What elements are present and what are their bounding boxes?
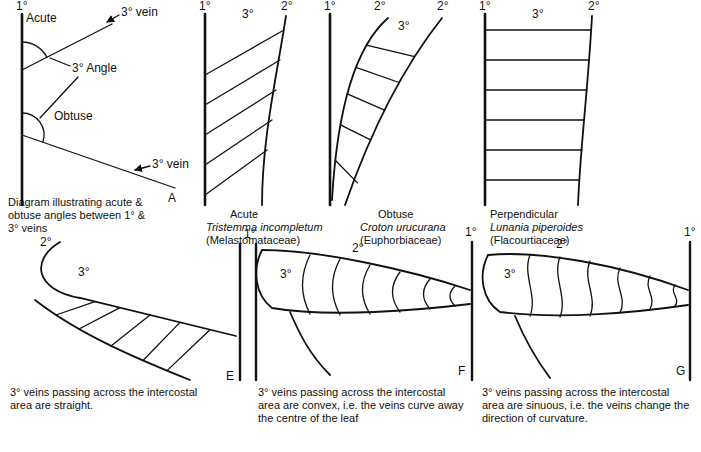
leader-line: [50, 58, 70, 66]
family-name: (Euphorbiaceae): [360, 234, 441, 247]
angle-type: Perpendicular: [490, 208, 558, 221]
secondary-vein: [262, 16, 286, 205]
vein-label: 3° vein: [121, 6, 158, 19]
secondary-vein: [262, 250, 470, 290]
vein-order-label: 2°: [437, 0, 448, 13]
secondary-vein: [332, 18, 388, 200]
secondary-vein: [578, 16, 592, 205]
angle-label: 3° Angle: [72, 62, 117, 75]
figure-caption: Diagram illustrating acute & obtuse angl…: [8, 196, 158, 235]
angle-type: Obtuse: [378, 208, 413, 221]
vein-order-label: 3°: [78, 266, 89, 279]
tertiary-veins: [205, 30, 284, 195]
tertiary-veins: [485, 30, 591, 180]
species-name: Lunania piperoides: [490, 221, 583, 234]
vein-order-label: 2°: [352, 242, 363, 255]
primary-vein: [484, 14, 487, 205]
vein-order-label: 1°: [465, 226, 476, 239]
angle-label: Acute: [26, 12, 57, 25]
secondary-vein: [483, 255, 688, 315]
vein-order-label: 2°: [588, 0, 599, 13]
vein-order-label: 3°: [242, 8, 253, 21]
vein-order-label: 1°: [684, 226, 695, 239]
species-name: Tristemma incompletum: [206, 221, 323, 234]
primary-vein: [204, 14, 207, 205]
vein-order-label: 3°: [398, 20, 409, 33]
primary-vein: [329, 14, 332, 205]
vein-order-label: 1°: [199, 0, 210, 13]
vein-order-label: 3°: [532, 8, 543, 21]
tertiary-veins: [56, 302, 210, 371]
vein-order-label: 3°: [504, 268, 515, 281]
tertiary-veins: [335, 45, 414, 183]
tertiary-veins: [303, 255, 456, 315]
figure-caption: 3° veins passing across the intercostal …: [10, 386, 220, 412]
secondary-vein: [345, 18, 442, 205]
panel-letter: A: [168, 192, 176, 205]
angle-arc: [22, 42, 47, 57]
vein-order-label: 2°: [40, 236, 51, 249]
vein-order-label: 2°: [556, 238, 567, 251]
primary-vein: [471, 242, 473, 380]
panel-letter: E: [226, 370, 234, 383]
secondary-vein: [41, 242, 236, 336]
vein-label: 3° vein: [152, 158, 189, 171]
secondary-vein: [290, 312, 330, 375]
panel-letter: F: [458, 365, 465, 378]
primary-vein: [689, 242, 691, 380]
figure-caption: 3° veins passing across the intercostal …: [258, 386, 470, 425]
pointer-arrow: [107, 15, 119, 22]
tertiary-veins: [528, 255, 677, 317]
vein-order-label: 2°: [374, 0, 385, 13]
vein-order-label: 1°: [244, 228, 255, 241]
panel-letter: G: [676, 365, 685, 378]
angle-label: Obtuse: [54, 110, 93, 123]
vein-order-label: 3°: [280, 268, 291, 281]
figure-caption: 3° veins passing across the intercostal …: [482, 386, 694, 425]
vein-order-label: 1°: [324, 0, 335, 13]
angle-type: Acute: [230, 208, 258, 221]
vein-order-label: 2°: [281, 0, 292, 13]
primary-vein: [239, 244, 241, 380]
vein-order-label: 1°: [479, 0, 490, 13]
secondary-vein: [515, 316, 550, 378]
pointer-arrow: [135, 166, 150, 170]
species-name: Croton urucurana: [360, 221, 446, 234]
vein-order-label: 1°: [16, 0, 27, 13]
